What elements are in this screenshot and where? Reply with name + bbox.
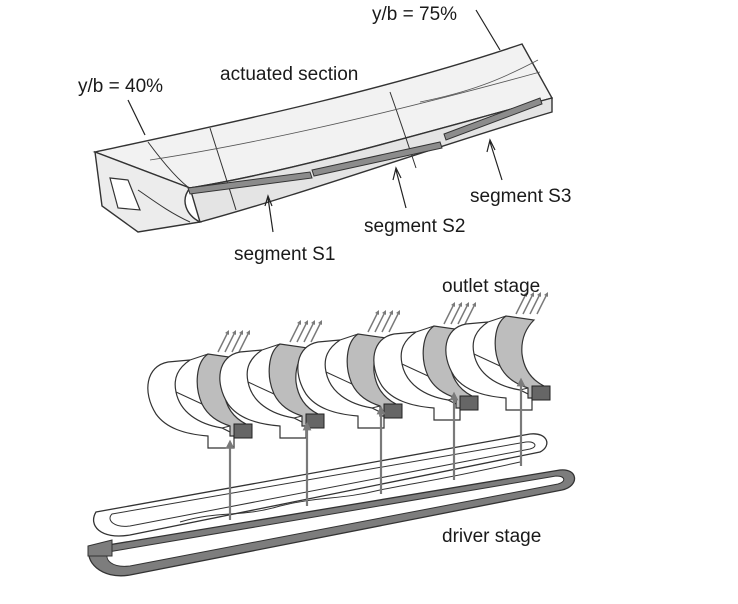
pointer-s1 [264,194,274,233]
driver-stage [87,433,576,577]
pointer-s3 [486,138,503,181]
label-driver-stage: driver stage [442,526,541,547]
pointer-y40 [127,99,146,136]
pointer-s2 [392,166,407,209]
label-segment-s3: segment S3 [470,186,571,207]
slot-s1 [187,171,313,195]
slot-s2 [311,141,443,177]
pointer-y75 [475,9,501,51]
feed-arrows [225,377,526,520]
slot-s3 [443,97,543,141]
label-y40: y/b = 40% [78,76,163,97]
label-outlet-stage: outlet stage [442,276,540,297]
wing-section [92,43,554,233]
outlet-stage-actuators [148,294,550,448]
label-segment-s2: segment S2 [364,216,465,237]
label-y75: y/b = 75% [372,4,457,25]
label-segment-s1: segment S1 [234,244,335,265]
label-actuated-section: actuated section [220,64,358,85]
